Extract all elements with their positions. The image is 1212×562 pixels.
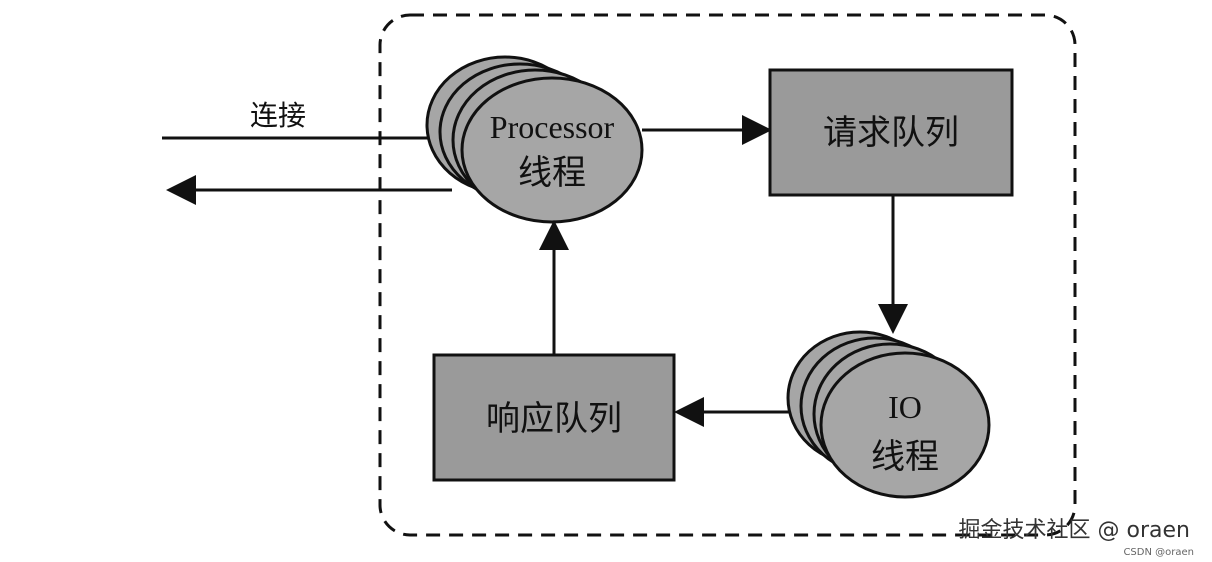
response-queue-box: [432, 353, 676, 482]
io-label-cn: 线程: [871, 437, 939, 477]
request-queue-box: [768, 68, 1014, 197]
io-thread-stack: IO 线程: [786, 330, 991, 499]
response-queue-label: 响应队列: [486, 399, 622, 439]
processor-thread-stack: Processor 线程: [425, 55, 644, 224]
request-queue-label: 请求队列: [823, 113, 959, 153]
io-ellipse-front: [819, 351, 991, 499]
watermark-subtext: CSDN @oraen: [1123, 547, 1194, 558]
processor-label-cn: 线程: [518, 153, 586, 193]
processor-label-en: Processor: [490, 109, 615, 145]
processor-ellipse-front: [460, 76, 644, 224]
io-label-en: IO: [888, 389, 922, 425]
connect-label: 连接: [250, 99, 306, 132]
system-boundary: [378, 13, 1077, 537]
watermark-text: 掘金技术社区 @ oraen: [958, 518, 1190, 543]
